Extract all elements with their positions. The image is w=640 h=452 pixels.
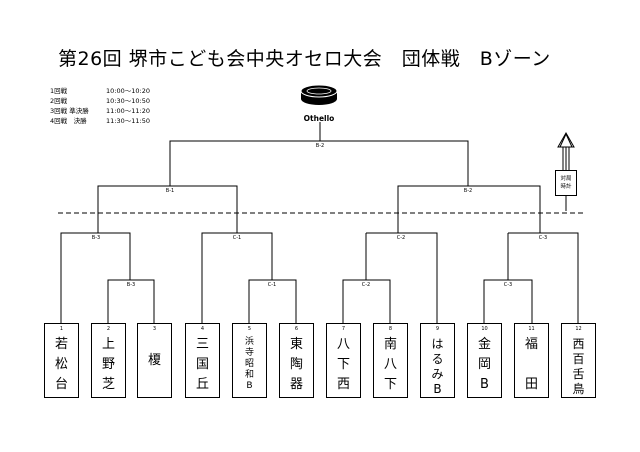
team-number: 1 [59,326,64,332]
schedule-time: 10:00〜10:20 [106,87,150,95]
team-box: 4 三 国 丘 [185,323,220,398]
bracket-line-semi-left [97,185,238,233]
schedule-row: 4回戦 決勝 11:30〜11:50 [50,116,150,126]
team-name: 南 八 下 [383,337,397,392]
team-name: 三 国 丘 [195,337,209,392]
team-number: 8 [388,326,393,332]
team-name: 福 田 [524,337,538,392]
schedule-row: 1回戦 10:00〜10:20 [50,86,150,96]
match-label: C-2 [397,235,405,241]
team-box: 3 榎 [137,323,172,398]
match-label: B-2 [464,188,472,194]
bracket-line-r1c [342,279,391,323]
logo-text: Othello [303,114,335,123]
othello-disc-icon [300,84,338,105]
schedule-round: 4回戦 決勝 [50,117,87,125]
team-box: 7 八 下 西 [326,323,361,398]
match-label: B-2 [316,143,324,149]
match-label: C-1 [233,235,241,241]
team-box: 8 南 八 下 [373,323,408,398]
team-number: 4 [200,326,205,332]
match-label: C-2 [362,282,370,288]
team-name: 金 岡 B [477,337,491,392]
team-box: 5 浜 寺 昭 和 B [232,323,267,398]
team-number: 12 [575,326,582,332]
team-number: 10 [481,326,488,332]
schedule-time: 11:00〜11:20 [106,107,150,115]
team-number: 5 [247,326,252,332]
team-number: 3 [152,326,157,332]
bracket-line-qf2 [201,232,273,323]
team-number: 6 [294,326,299,332]
team-number: 11 [528,326,535,332]
schedule-row: 2回戦 10:30〜10:50 [50,96,150,106]
team-box: 2 上 野 芝 [91,323,126,398]
arrow-up-icon [557,131,575,211]
team-name: 浜 寺 昭 和 B [244,337,254,391]
schedule-round: 2回戦 [50,97,68,105]
bracket-line-final [169,140,469,186]
team-box: 9 は る み B [420,323,455,398]
team-number: 7 [341,326,346,332]
team-box: 1 若 松 台 [44,323,79,398]
bracket-line-qf4 [508,232,579,323]
team-name: 上 野 芝 [101,337,115,392]
schedule-row: 3回戦 準決勝 11:00〜11:20 [50,106,150,116]
match-label: B-3 [92,235,100,241]
side-note-clock: 対局 時計 [555,170,577,196]
schedule-round: 1回戦 [50,87,68,95]
team-name: 若 松 台 [54,337,68,392]
team-name: は る み B [431,337,444,396]
page-title: 第26回 堺市こども会中央オセロ大会 団体戦 Bゾーン [58,48,551,70]
team-name: 八 下 西 [336,337,350,392]
schedule-time: 11:30〜11:50 [106,117,150,125]
match-label: B-1 [166,188,174,194]
schedule: 1回戦 10:00〜10:20 2回戦 10:30〜10:50 3回戦 準決勝 11:… [50,86,150,126]
bracket-line-qf3 [366,232,438,323]
othello-logo: Othello [296,78,342,123]
match-label: C-1 [268,282,276,288]
bracket-line-r1a [107,279,155,323]
team-box: 11 福 田 [514,323,549,398]
bracket-line-r1b [248,279,297,323]
team-box: 12 西 百 舌 鳥 [561,323,596,398]
team-box: 6 東 陶 器 [279,323,314,398]
bracket-line-r1d [483,279,533,323]
team-number: 2 [106,326,111,332]
match-label: B-3 [127,282,135,288]
team-number: 9 [435,326,440,332]
match-label: C-3 [504,282,512,288]
team-box: 10 金 岡 B [467,323,502,398]
team-name: 西 百 舌 鳥 [572,337,585,396]
schedule-time: 10:30〜10:50 [106,97,150,105]
match-label: C-3 [539,235,547,241]
bracket-line-semi-right [397,185,541,233]
team-name: 東 陶 器 [289,337,303,392]
team-name: 榎 [147,353,161,368]
schedule-round: 3回戦 準決勝 [50,107,89,115]
bracket-line-qf1 [60,232,131,323]
